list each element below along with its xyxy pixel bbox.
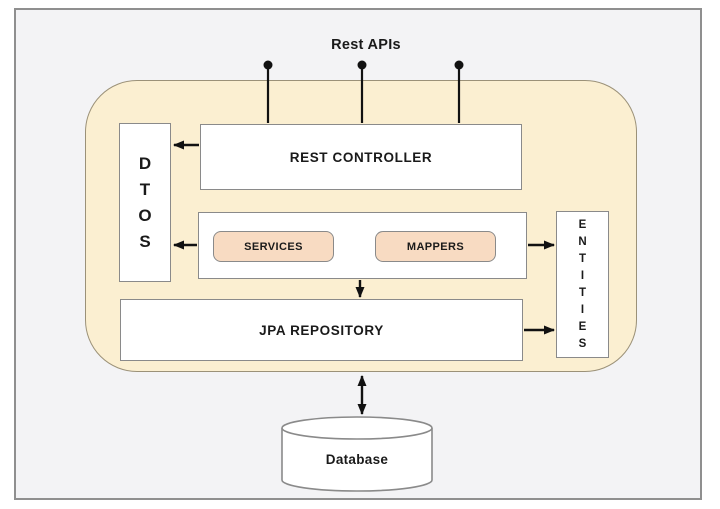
services-node: SERVICES xyxy=(213,231,334,262)
rest-controller-node: REST CONTROLLER xyxy=(200,124,522,190)
dtos-node: D T O S xyxy=(119,123,171,282)
mappers-node: MAPPERS xyxy=(375,231,496,262)
jpa-repository-node: JPA REPOSITORY xyxy=(120,299,523,361)
entities-node: E N T I T I E S xyxy=(556,211,609,358)
database-label: Database xyxy=(325,452,389,467)
services-mappers-container: SERVICES MAPPERS xyxy=(198,212,527,279)
rest-apis-label: Rest APIs xyxy=(331,37,401,53)
